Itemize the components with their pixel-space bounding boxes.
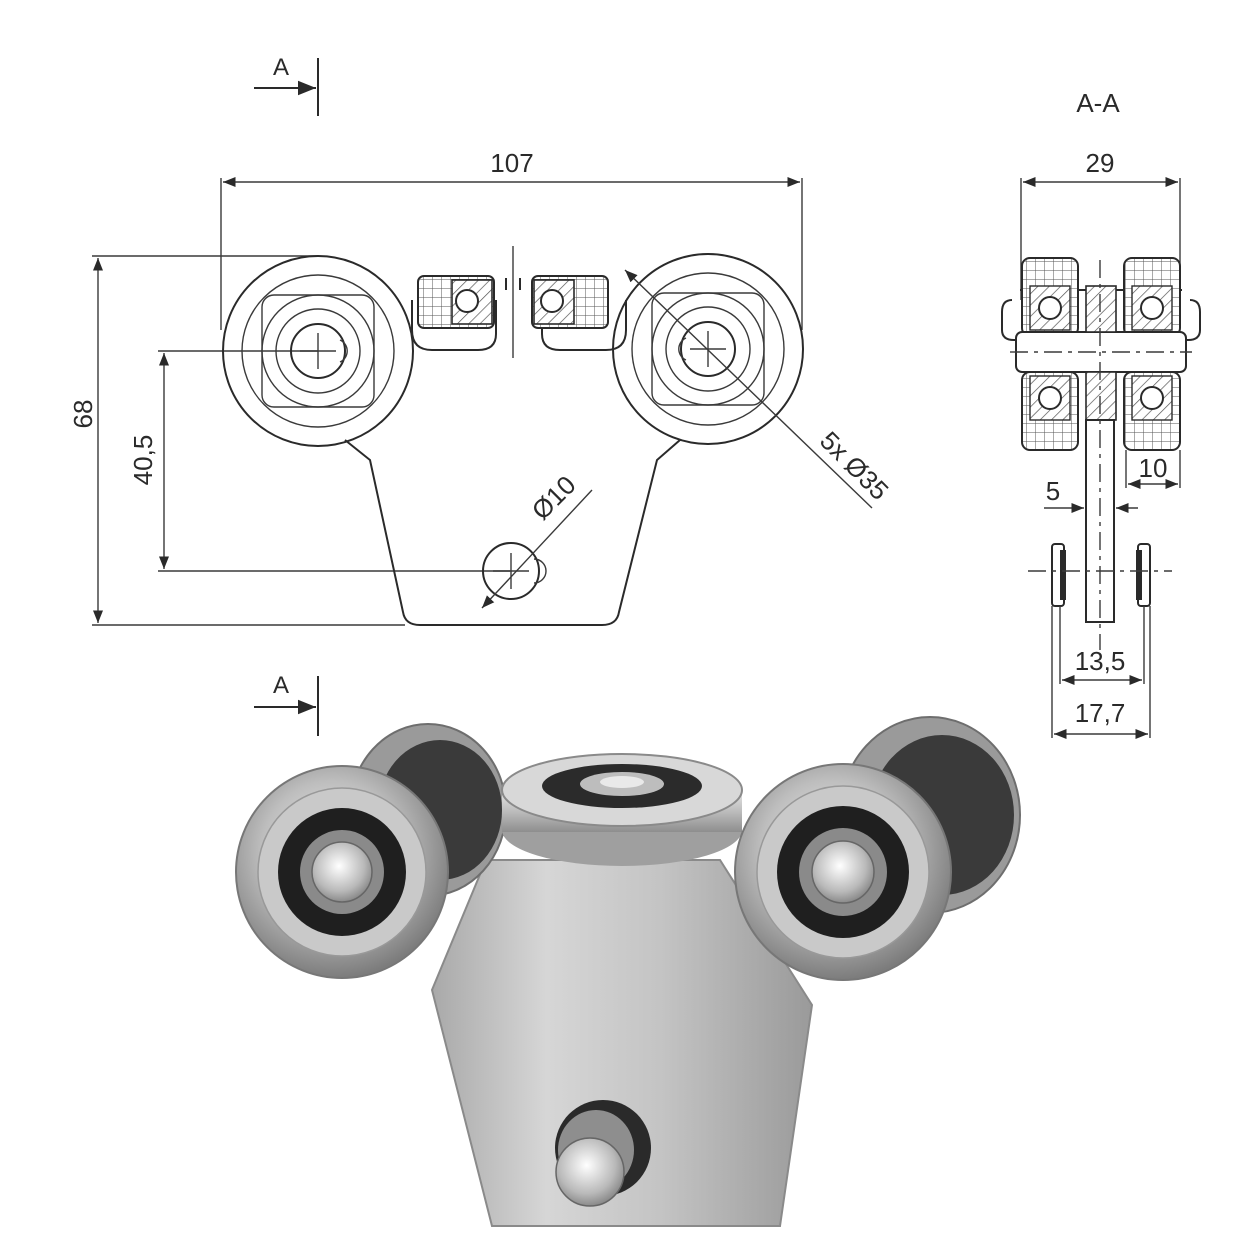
carrier-plate xyxy=(430,859,814,1227)
section-wheel-width-dimension: 10 xyxy=(1125,450,1181,490)
width-dim-label: 107 xyxy=(490,148,533,178)
section-marker-label: A xyxy=(273,54,289,81)
section-inner-dimension: 13,5 xyxy=(1059,606,1145,686)
section-outer-dimension: 17,7 xyxy=(1051,606,1151,740)
section-view-title: A-A xyxy=(1076,88,1120,118)
wheel-dimension: 5x Ø35 xyxy=(624,269,895,509)
wheel-dim-label: 5x Ø35 xyxy=(814,425,894,505)
height-dimension: 68 xyxy=(68,255,405,626)
axle-height-dimension: 40,5 xyxy=(128,350,510,572)
bottom-bolt: Ø10 xyxy=(481,470,593,609)
section-marker-bottom: A xyxy=(254,672,319,736)
section-inner-label: 13,5 xyxy=(1075,646,1126,676)
section-plate-thickness-dimension: 5 xyxy=(1044,476,1138,514)
section-wheel-width-label: 10 xyxy=(1139,453,1168,483)
top-guide-wheel xyxy=(501,753,743,866)
axle-height-dim-label: 40,5 xyxy=(128,435,158,486)
front-left-wheel xyxy=(235,765,449,979)
product-photo xyxy=(235,716,1021,1227)
section-width-label: 29 xyxy=(1086,148,1115,178)
body-plate-outline xyxy=(344,439,681,626)
width-dimension: 107 xyxy=(220,148,803,330)
bottom-bolt-photo xyxy=(555,1100,651,1207)
section-view: A-A 29 xyxy=(1001,88,1201,740)
section-width-dimension: 29 xyxy=(1020,148,1181,300)
front-right-wheel xyxy=(734,763,952,981)
section-plate-thickness-label: 5 xyxy=(1046,476,1060,506)
section-outer-label: 17,7 xyxy=(1075,698,1126,728)
left-wheel xyxy=(222,255,414,447)
section-marker-label-bottom: A xyxy=(273,672,289,699)
section-marker-top: A xyxy=(254,54,319,116)
hole-dim-label: Ø10 xyxy=(526,470,582,526)
top-guide-rollers xyxy=(411,246,627,358)
height-dim-label: 68 xyxy=(68,400,98,429)
front-view: A 107 68 40,5 xyxy=(68,54,895,626)
right-wheel xyxy=(612,253,804,445)
